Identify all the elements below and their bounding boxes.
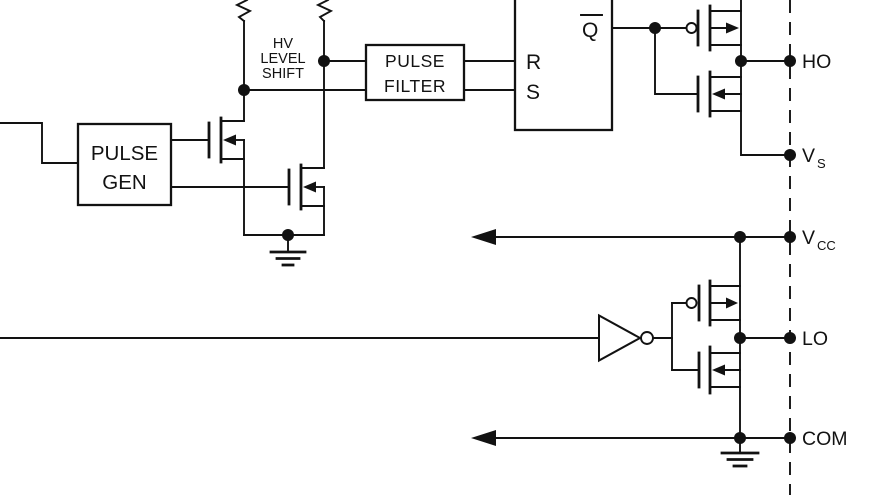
pin-dot (784, 149, 796, 161)
mosfet-levelshift-right-icon (170, 163, 325, 236)
pin-com-label: COM (802, 428, 848, 450)
mosfet-levelshift-left-icon (170, 116, 245, 236)
pin-ho-label: HO (802, 51, 831, 73)
resistor-left-icon (234, 0, 253, 122)
left-arrow-icon (471, 229, 496, 245)
com-rail (471, 430, 791, 446)
hv-label-line2: LEVEL (260, 51, 305, 67)
input-signal-wire (0, 122, 79, 164)
hv-label-line3: SHIFT (262, 66, 304, 82)
resistor-right-icon (315, 0, 334, 169)
pin-vs: V S (784, 145, 826, 171)
pin-lo: LO (784, 328, 828, 350)
ground-icon (720, 437, 760, 468)
mosfet-ls-nmos-icon (697, 345, 741, 395)
pin-vs-subscript: S (817, 156, 826, 171)
inverter-icon (598, 313, 673, 363)
pin-dot (784, 55, 796, 67)
pin-lo-label: LO (802, 328, 828, 350)
latch-qbar-label: Q (582, 19, 598, 42)
junction-dot (735, 55, 747, 67)
mosfet-hs-pmos-icon (685, 4, 742, 52)
latch-r-label: R (526, 51, 541, 74)
pulse-gen-block: PULSE GEN (76, 122, 173, 207)
pin-vs-label: V (802, 145, 815, 167)
junction-dot (238, 84, 250, 96)
pulse-filter-block: PULSE FILTER (364, 43, 466, 102)
ground-icon (269, 234, 307, 267)
junction-dot (734, 332, 746, 344)
pulse-gen-label-line1: PULSE (91, 142, 158, 165)
rs-latch-block: R S Q (513, 0, 614, 132)
pin-dot (784, 332, 796, 344)
mosfet-hs-nmos-icon (696, 70, 742, 118)
hv-level-shift-label: HV LEVEL SHIFT (260, 36, 305, 82)
pin-vcc-label: V (802, 227, 815, 249)
pulse-filter-label-line1: PULSE (385, 51, 445, 71)
left-arrow-icon (471, 430, 496, 446)
pin-ho: HO (784, 51, 831, 73)
wire-hs-gate-link (654, 27, 699, 95)
latch-s-label: S (526, 81, 540, 104)
pin-com: COM (784, 428, 848, 450)
wire-hs-totem-pole (740, 0, 791, 156)
pin-vcc-subscript: CC (817, 238, 836, 253)
pulse-filter-label-line2: FILTER (384, 76, 446, 96)
vcc-rail (471, 229, 791, 245)
pin-vcc: V CC (784, 227, 836, 253)
pulse-gen-label-line2: GEN (102, 171, 146, 194)
junction-dot (318, 55, 330, 67)
pin-dot (784, 231, 796, 243)
mosfet-ls-pmos-icon (685, 279, 741, 327)
hv-label-line1: HV (273, 36, 293, 52)
pin-dot (784, 432, 796, 444)
